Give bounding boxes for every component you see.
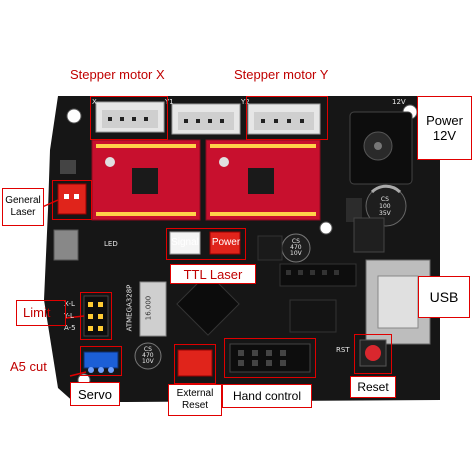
stepper-y1-connector-inner xyxy=(178,112,234,130)
limit-box xyxy=(80,292,112,340)
silk-x: X xyxy=(92,98,97,106)
limit-label: Limit xyxy=(23,305,51,320)
signal-connector xyxy=(169,231,201,255)
silk-led: LED xyxy=(104,240,118,248)
silk-xl: X-L xyxy=(64,300,75,308)
silk-cap-left: CS 470 10V xyxy=(142,347,154,365)
servo-label: Servo xyxy=(70,382,120,406)
mounting-hole xyxy=(319,221,333,235)
general-laser-label-line1: General xyxy=(5,195,41,206)
silk-rst: RST xyxy=(336,346,350,354)
silk-cap-large-line1: CS xyxy=(380,196,389,203)
general-laser-label: General Laser xyxy=(2,188,44,226)
power-label: Power xyxy=(211,237,241,248)
pin-header-upper xyxy=(279,263,357,287)
capacitor-left xyxy=(134,342,162,370)
side-component xyxy=(53,229,79,261)
silk-12v: 12V xyxy=(392,98,406,106)
external-reset-label: External Reset xyxy=(168,384,222,416)
power-12v-label: Power 12V xyxy=(417,96,472,160)
usb-chip xyxy=(289,299,337,333)
usb-label: USB xyxy=(418,276,470,318)
silk-y2: Y2 xyxy=(241,98,250,106)
silk-cap-left-line2: 470 xyxy=(142,352,154,359)
signal-label: Signal xyxy=(171,237,199,248)
external-reset-label-line2: Reset xyxy=(181,400,209,411)
smd-capacitor xyxy=(257,235,283,261)
stepper-x-box xyxy=(90,96,168,140)
silk-cap-left-line1: CS xyxy=(143,346,152,353)
hand-control-header xyxy=(229,343,311,373)
driver-chip-y xyxy=(248,168,274,194)
hand-control-label: Hand control xyxy=(222,384,312,408)
silk-a5: A-5 xyxy=(64,324,76,332)
ttl-laser-box xyxy=(166,228,246,260)
ttl-laser-label: TTL Laser xyxy=(170,264,256,284)
silk-cap-small-line3: 10V xyxy=(290,250,302,257)
reset-label: Reset xyxy=(350,376,396,398)
limit-box-label xyxy=(16,300,66,326)
silk-cap-small: CS 470 10V xyxy=(290,239,302,257)
external-reset-label-line1: External xyxy=(176,388,214,399)
diode xyxy=(346,198,362,222)
silk-cap-large: CS 100 35V xyxy=(379,196,391,217)
silk-chip: ATMEGA328P xyxy=(125,284,134,332)
stepper-y-box xyxy=(246,96,328,140)
external-reset-connector xyxy=(177,349,213,377)
servo-box xyxy=(80,346,122,376)
general-laser-label-line2: Laser xyxy=(10,207,36,218)
silk-cap-small-line2: 470 xyxy=(290,244,302,251)
external-reset-box xyxy=(174,344,216,384)
power-12v-label-line2: 12V xyxy=(432,128,457,143)
silk-cap-large-line2: 100 xyxy=(379,203,391,210)
silk-cap-left-line3: 10V xyxy=(142,358,154,365)
crystal-oscillator xyxy=(139,281,167,337)
microcontroller-chip xyxy=(176,272,240,336)
silk-yl: Y-L xyxy=(64,312,74,320)
silk-cap-small-line1: CS xyxy=(291,238,300,245)
mounting-hole xyxy=(66,108,82,124)
a5-cut-label: A5 cut xyxy=(10,359,47,374)
silk-crystal: 16.000 xyxy=(144,295,153,321)
stepper-y2-connector-inner xyxy=(254,112,314,130)
regulator xyxy=(353,217,385,253)
hand-control-box xyxy=(224,338,316,378)
stepper-x-label: Stepper motor X xyxy=(70,67,165,82)
general-laser-connector xyxy=(57,183,87,215)
power-connector xyxy=(209,231,241,255)
silk-cap-large-line3: 35V xyxy=(379,210,391,217)
driver-potentiometer-x xyxy=(105,157,115,167)
general-laser-box xyxy=(52,180,92,220)
smd-component xyxy=(60,160,76,174)
power-12v-label-line1: Power xyxy=(426,113,463,128)
driver-chip-x xyxy=(132,168,158,194)
stepper-x-connector-inner xyxy=(102,110,158,128)
stepper-y-label: Stepper motor Y xyxy=(234,67,329,82)
reset-box xyxy=(354,334,392,374)
silk-y1: Y1 xyxy=(165,98,174,106)
driver-potentiometer-y xyxy=(219,157,229,167)
